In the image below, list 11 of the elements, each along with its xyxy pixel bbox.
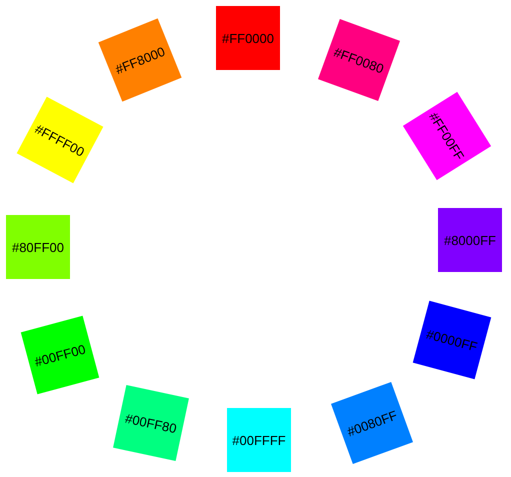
- color-swatch: [227, 408, 291, 472]
- hex-code: #FF0000: [222, 30, 274, 46]
- hex-code: #00FF00: [32, 341, 88, 369]
- color-swatch: [216, 6, 280, 70]
- hex-code: #80FF00: [12, 240, 64, 254]
- color-swatch: [438, 208, 502, 272]
- hex-code: #0000FF: [424, 326, 480, 354]
- color-swatch: [6, 215, 70, 279]
- hex-code: #00FFFF: [232, 432, 286, 448]
- hex-code: #8000FF: [444, 232, 496, 248]
- hex-code: #00FF80: [124, 410, 178, 436]
